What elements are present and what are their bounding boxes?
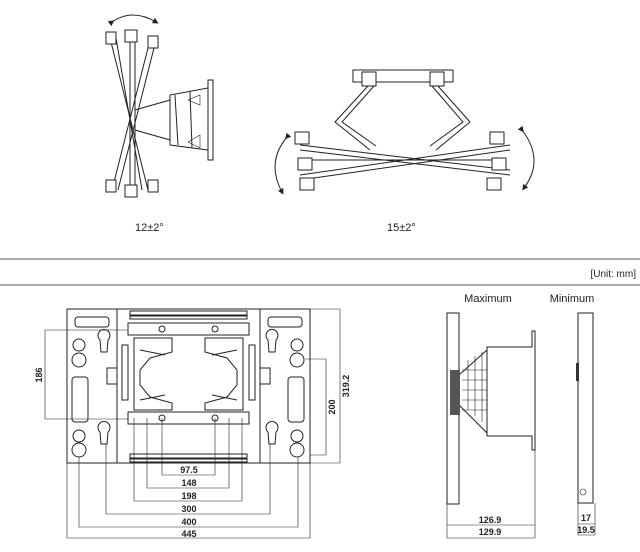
unit-label: [Unit: mm] <box>590 269 636 280</box>
dim-400: 400 <box>181 517 196 527</box>
dim-17: 17 <box>581 513 591 523</box>
dim-126-9: 126.9 <box>479 515 502 525</box>
dim-97-5: 97.5 <box>180 465 198 475</box>
dim-300: 300 <box>181 504 196 514</box>
dim-129-9: 129.9 <box>479 527 502 537</box>
dim-319-2: 319.2 <box>341 375 351 398</box>
tilt-view-drawing: 12±2° <box>105 14 214 234</box>
side-view-maximum: Maximum 126.9 129.9 <box>446 293 536 539</box>
dim-19-5: 19.5 <box>577 525 595 535</box>
swivel-right-arrow-icon <box>517 125 535 191</box>
dim-445: 445 <box>181 529 196 539</box>
swivel-left-arrow-icon <box>274 132 292 195</box>
tilt-arrow-icon <box>107 14 159 27</box>
dim-148: 148 <box>181 478 196 488</box>
dim-198: 198 <box>181 491 196 501</box>
dim-186: 186 <box>34 367 44 382</box>
side-view-minimum: Minimum 17 19.5 <box>550 293 596 536</box>
front-view-drawing: 186 200 319.2 97.5 148 198 300 400 445 <box>34 308 351 539</box>
maximum-title: Maximum <box>464 293 512 305</box>
tilt-angle-label: 12±2° <box>135 222 164 234</box>
minimum-title: Minimum <box>550 293 595 305</box>
dim-200: 200 <box>327 399 337 414</box>
swivel-angle-label: 15±2° <box>387 222 416 234</box>
swivel-view-drawing: 15±2° <box>274 69 535 234</box>
